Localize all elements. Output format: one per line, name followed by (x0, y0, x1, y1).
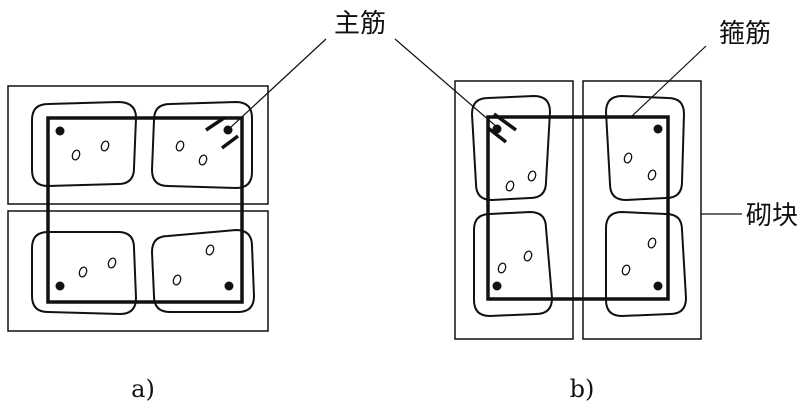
cavity-a-br (150, 228, 256, 313)
rebar-dot (223, 125, 233, 135)
stirrup-a (46, 116, 244, 304)
label-main-rebar: 主筋 (334, 9, 386, 39)
pebble (172, 274, 182, 286)
pebble (621, 264, 631, 276)
pebble (505, 180, 515, 192)
rebar-dot (653, 124, 663, 134)
pebble (100, 140, 110, 152)
block-b-left (454, 80, 574, 340)
hook-a-1 (205, 116, 225, 132)
hook-a-2 (220, 134, 240, 150)
pebble (175, 140, 185, 152)
hook-b-2 (486, 126, 508, 144)
cavity-b-tr (604, 94, 686, 202)
leader-stirrup (631, 45, 707, 117)
pebble (497, 262, 507, 274)
pebble (205, 244, 215, 256)
pebble (647, 169, 657, 181)
block-b-right (582, 80, 702, 340)
pebble (623, 152, 633, 164)
figure-a (7, 85, 269, 332)
pebble (198, 154, 208, 166)
pebble (71, 149, 81, 161)
rebar-dot (55, 126, 65, 136)
cavity-a-tl (31, 100, 138, 188)
pebble (107, 257, 117, 269)
subfigure-label-a: a) (131, 375, 155, 403)
cavity-b-br (605, 210, 688, 318)
block-a-top (7, 85, 269, 205)
leader-main-rebar-a (229, 38, 327, 129)
subfigure-label-b: b) (570, 375, 595, 403)
rebar-dot (224, 281, 234, 291)
cavity-a-bl (31, 231, 138, 316)
pebble (523, 250, 533, 262)
cavity-b-tl (470, 94, 552, 202)
rebar-dot (492, 281, 502, 291)
label-stirrup: 箍筋 (719, 19, 771, 49)
pebble (647, 237, 657, 249)
rebar-dots (55, 124, 663, 291)
hook-b-1 (492, 112, 518, 132)
figure-b (454, 80, 702, 340)
rebar-dot (492, 124, 502, 134)
label-block: 砌块 (746, 201, 798, 231)
pebble (78, 266, 88, 278)
block-a-bottom (7, 210, 269, 332)
cavity-b-bl (473, 210, 554, 318)
leader-main-rebar-b (394, 38, 499, 129)
rebar-dot (653, 281, 663, 291)
leader-lines (229, 38, 742, 215)
stirrup-b (486, 115, 670, 301)
pebble (527, 170, 537, 182)
rebar-dot (55, 281, 65, 291)
cavity-a-tr (150, 100, 253, 190)
